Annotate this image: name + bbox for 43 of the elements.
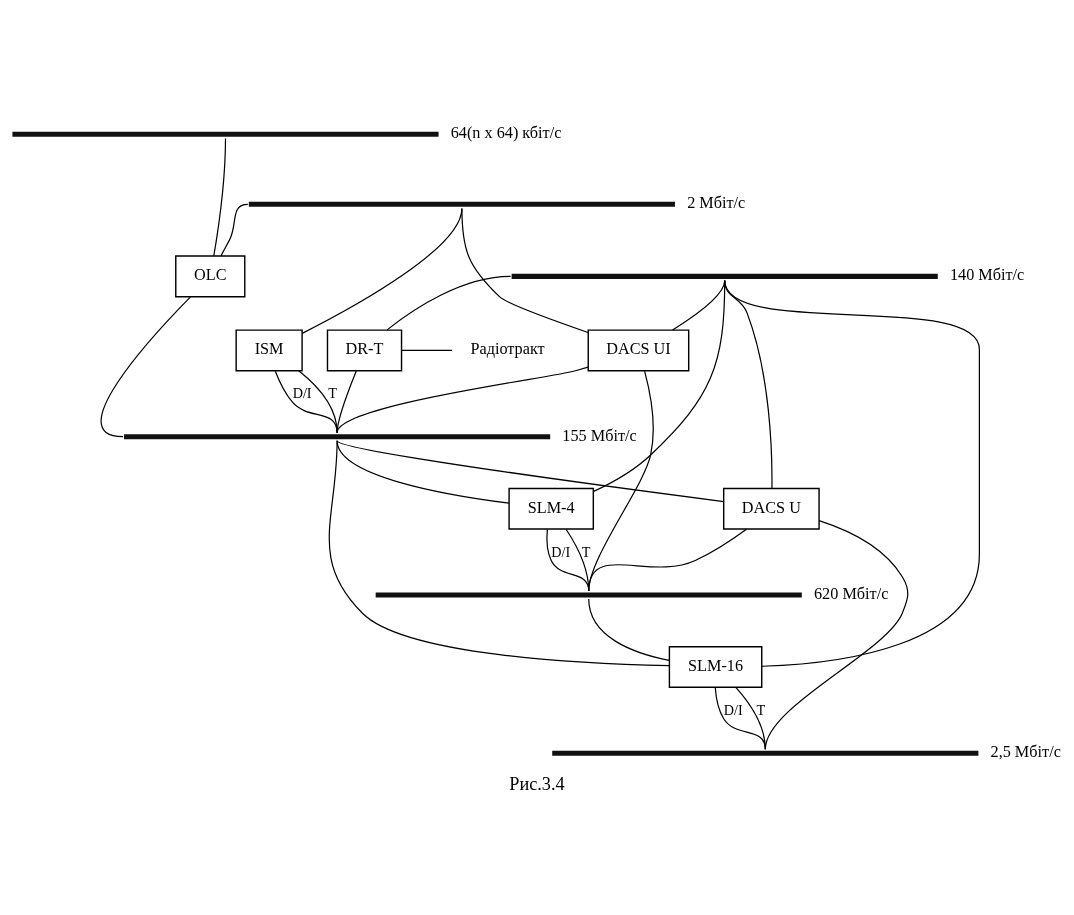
connector — [336, 366, 589, 433]
node-label: 140 Мбіт/с — [949, 265, 1025, 284]
node-label: 620 Мбіт/с — [814, 584, 889, 603]
node-label: 155 Мбіт/с — [562, 426, 637, 445]
node-box: DACS U — [723, 487, 820, 530]
node-box: DACS UI — [587, 328, 690, 371]
node-label: 64(n x 64) кбіт/с — [450, 123, 562, 142]
connector — [213, 137, 227, 257]
node-box: OLC — [175, 254, 246, 297]
connector — [100, 295, 192, 437]
node-label: 2,5 Мбіт/с — [990, 742, 1061, 761]
node-bar — [375, 591, 802, 597]
node-label: 2 Мбіт/с — [687, 193, 746, 212]
connector — [336, 369, 357, 433]
node-bar — [511, 273, 938, 279]
edge-label: D/I — [551, 543, 571, 560]
connector — [588, 370, 654, 592]
connector — [336, 439, 725, 502]
edge-label: T — [581, 543, 591, 560]
edge-label: D/I — [292, 384, 312, 401]
connector — [588, 528, 748, 592]
node-box: SLM-16 — [668, 645, 763, 688]
connector — [328, 439, 670, 666]
edge-label: D/I — [723, 701, 743, 718]
node-box: SLM-4 — [508, 487, 594, 530]
connector — [274, 370, 338, 433]
connector — [461, 207, 589, 333]
connector — [714, 686, 766, 750]
connector — [386, 275, 512, 330]
node-bar — [12, 131, 439, 137]
node-bar — [552, 750, 979, 756]
node-box: DR-T — [326, 328, 403, 371]
connector — [220, 203, 249, 256]
node-box: ISM — [235, 328, 303, 371]
edge-label: T — [756, 701, 766, 718]
connector — [724, 279, 980, 667]
node-bar — [248, 201, 675, 207]
edge-label: T — [328, 384, 337, 401]
connector — [401, 349, 453, 351]
caption: Рис.3.4 — [509, 773, 565, 794]
node-text: Радіотракт — [470, 339, 545, 358]
connector — [588, 597, 670, 661]
node-bar — [124, 433, 551, 439]
